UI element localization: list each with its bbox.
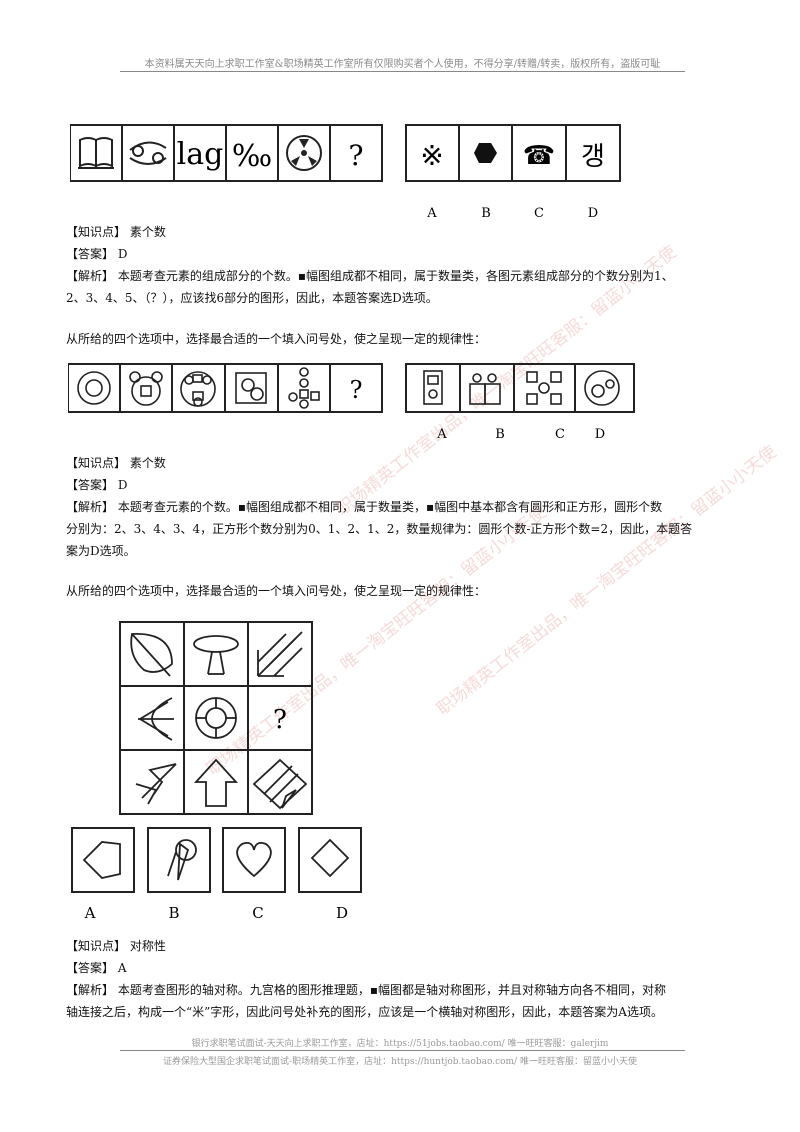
q2-explanation-cont: 分别为：2、3、4、3、4，正方形个数分别为0、1、2、1、2，数量规律为：圆形… [66,522,693,536]
q1-option-d: 갱 [581,142,605,172]
q2-answer: 【答案】 D [66,478,128,492]
q2-explanation-cont: 案为D选项。 [66,544,136,558]
q1-seq-text: ‰ [232,139,272,174]
option-label-b: B [495,427,505,442]
q1-option-a: ※ [420,139,443,172]
q2-knowledge-point: 【知识点】 素个数 [66,456,166,470]
q3-prompt: 从所给的四个选项中，选择最合适的一个填入问号处，使之呈现一定的规律性： [66,584,487,598]
q1-answer: 【答案】 D [66,247,128,261]
q3-answer: 【答案】 A [66,961,127,975]
q1-knowledge-point: 【知识点】 素个数 [66,225,166,239]
footer-line: 证券保险大型国企求职笔试面试-职场精英工作室，店址：https://huntjo… [163,1057,637,1067]
q2-explanation: 【解析】 本题考查元素的个数。▪幅图组成都不相同，属于数量类，▪幅图中基本都含有… [66,500,663,514]
option-label-c: C [534,206,544,221]
question-mark: ? [348,139,363,172]
trefoil-icon [286,135,322,171]
q1-option-c: ☎ [523,141,555,171]
book-icon [78,137,114,169]
option-label-b: B [168,904,179,922]
option-label-a: A [426,206,437,221]
cancer-zodiac-icon [129,141,167,165]
q3-knowledge-point: 【知识点】 对称性 [66,939,166,953]
q2-figure: ? A B C D [68,363,635,442]
option-label-d: D [336,904,348,922]
question-mark: ? [273,705,287,735]
q3-explanation-cont: 轴连接之后，构成一个“米”字形，因此问号处补充的图形，应该是一个横轴对称图形，因… [66,1005,663,1019]
header-rule [120,71,685,72]
q1-explanation-cont: 2、3、4、5、（？），应该找6部分的图形，因此，本题答案选D选项。 [66,291,438,305]
option-label-d: D [595,427,605,442]
footer-line: 银行求职笔试面试-天天向上求职工作室，店址：https://51jobs.tao… [191,1039,609,1049]
page-header: 本资料属天天向上求职工作室&职场精英工作室所有仅限购买者个人使用，不得分享/转赠… [144,59,661,70]
footer-rule [120,1050,685,1051]
q3-figure: ? A B C D [71,621,362,922]
question-mark: ? [350,376,363,404]
hexagon-icon [474,143,497,163]
option-label-a: A [84,904,96,922]
q3-explanation: 【解析】 本题考查图形的轴对称。九宫格的图形推理题，▪幅图都是轴对称图形，并且对… [66,983,666,997]
q1-explanation: 【解析】 本题考查元素的组成部分的个数。▪幅图组成都不相同，属于数量类，各图元素… [66,269,674,283]
option-label-c: C [555,427,565,442]
option-label-d: D [588,206,598,221]
q1-figure: lag ‰ ? ※ ☎ 갱 A B C D [70,124,621,221]
q2-prompt: 从所给的四个选项中，选择最合适的一个填入问号处，使之呈现一定的规律性： [66,332,487,346]
option-label-b: B [481,206,491,221]
option-label-c: C [252,904,263,922]
option-label-a: A [436,427,447,442]
q1-seq-text: lag [177,137,224,172]
